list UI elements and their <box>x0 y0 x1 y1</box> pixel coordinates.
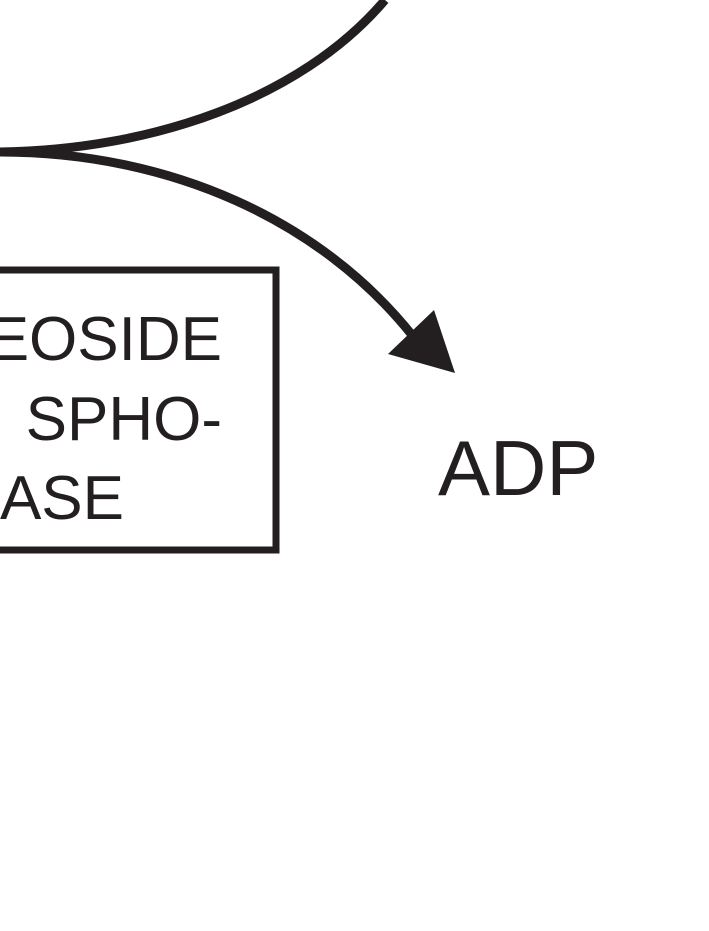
enzyme-label-line-3: ASE <box>0 464 124 533</box>
product-label-adp: ADP <box>438 424 598 512</box>
reaction-arrow-shaft <box>0 147 416 338</box>
enzyme-box <box>0 266 280 554</box>
enzyme-label-line-2: SPHO- <box>26 385 222 454</box>
arrowhead <box>388 310 455 373</box>
enzyme-label-line-1: EOSIDE <box>0 305 222 374</box>
upper-curve <box>0 0 389 157</box>
